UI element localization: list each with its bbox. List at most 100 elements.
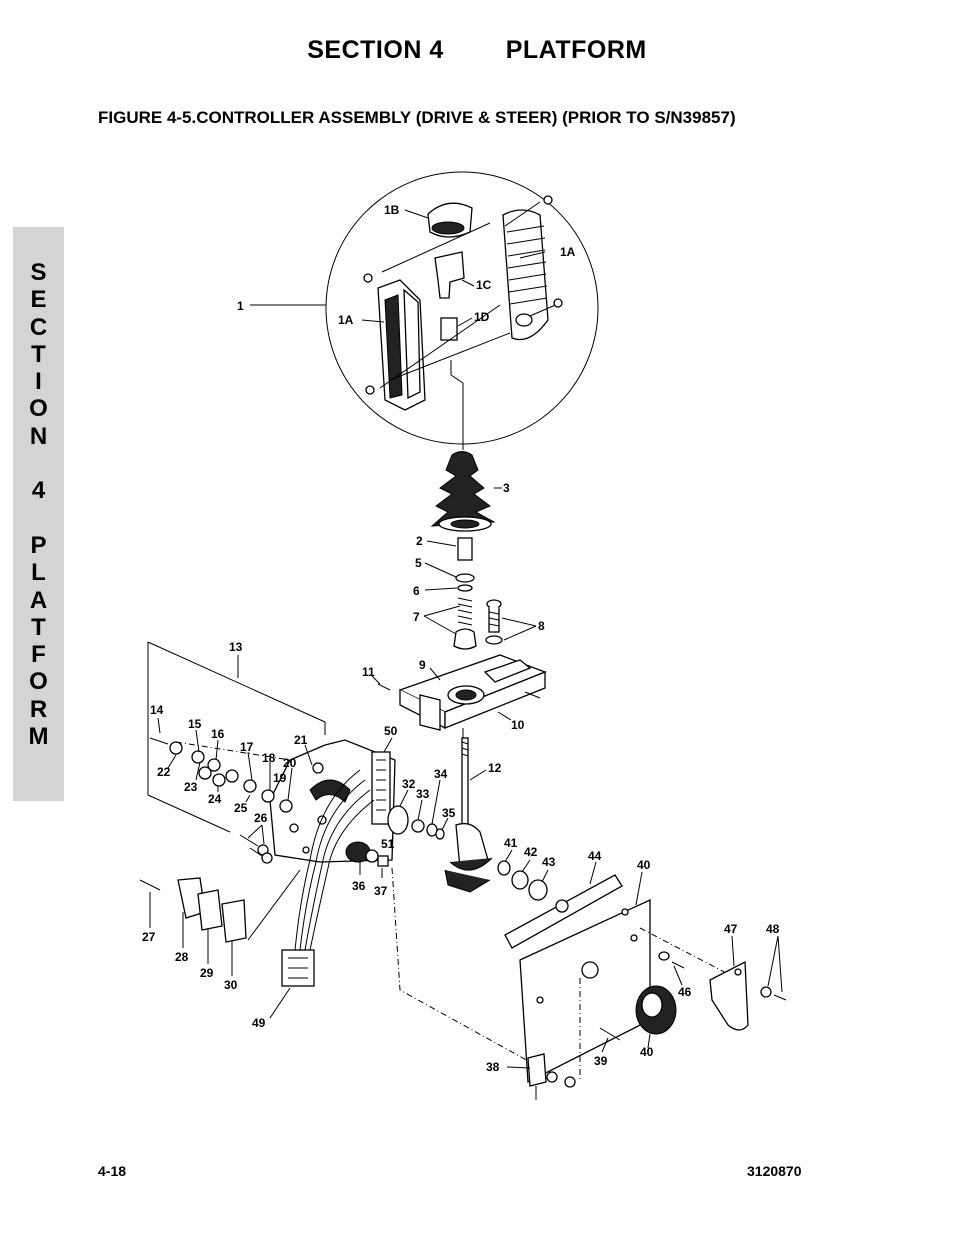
label-36: 36 (352, 879, 366, 893)
side-tab-char: S (30, 259, 47, 286)
label-3: 3 (503, 481, 510, 495)
side-tab-char: T (31, 340, 46, 368)
figure-title: FIGURE 4-5.CONTROLLER ASSEMBLY (DRIVE & … (98, 108, 736, 127)
label-46: 46 (678, 985, 692, 999)
label-42: 42 (524, 845, 538, 859)
label-32: 32 (402, 777, 416, 791)
label-40-top: 40 (637, 858, 651, 872)
side-tab-char: 4 (31, 477, 46, 505)
label-21: 21 (294, 733, 308, 747)
terminal-block-50 (371, 751, 391, 825)
side-tab-char: T (31, 613, 46, 641)
label-43: 43 (542, 855, 556, 869)
plate-29 (197, 889, 223, 931)
label-12: 12 (488, 761, 502, 775)
label-1a-left: 1A (338, 313, 354, 327)
bushing-42 (511, 870, 529, 890)
label-1d: 1D (474, 310, 490, 324)
page-title: SECTION 4 PLATFORM (0, 36, 954, 65)
label-8: 8 (538, 619, 545, 633)
label-40-bottom: 40 (640, 1045, 654, 1059)
label-2: 2 (416, 534, 423, 548)
side-tab-char: M (28, 723, 49, 751)
side-tab-char: A (29, 586, 48, 614)
label-44: 44 (588, 849, 602, 863)
side-tab-char: O (29, 668, 48, 696)
label-16: 16 (211, 727, 225, 741)
label-19: 19 (273, 771, 287, 785)
side-tab-char: C (29, 313, 48, 341)
pc-board-21 (269, 739, 396, 863)
label-14: 14 (150, 703, 164, 717)
side-tab-char: R (29, 695, 48, 723)
bracket-37 (377, 855, 389, 867)
plate-30 (221, 899, 247, 943)
label-33: 33 (416, 787, 430, 801)
handle-left-half-1a (377, 279, 426, 411)
label-1b: 1B (384, 203, 400, 217)
label-1: 1 (237, 299, 244, 313)
side-tab-char: I (35, 368, 42, 396)
boot-3 (430, 451, 496, 532)
section-name: PLATFORM (505, 36, 647, 64)
pot-32 (387, 805, 409, 835)
label-1c: 1C (476, 278, 492, 292)
side-tab-char: P (30, 531, 47, 559)
label-51: 51 (381, 837, 395, 851)
label-11: 11 (362, 665, 375, 679)
label-39: 39 (594, 1054, 608, 1068)
side-tab-char: N (29, 422, 48, 450)
label-30: 30 (224, 978, 238, 992)
clip-1c (434, 251, 465, 299)
label-35: 35 (442, 806, 456, 820)
label-6: 6 (413, 584, 420, 598)
label-48: 48 (766, 922, 780, 936)
label-50: 50 (384, 724, 398, 738)
label-22: 22 (157, 765, 171, 779)
label-15: 15 (188, 717, 202, 731)
washer-5 (455, 573, 475, 583)
label-20: 20 (283, 756, 297, 770)
page-number: 4-18 (98, 1163, 127, 1179)
label-5: 5 (415, 556, 422, 570)
fastener-stack-14-20 (149, 737, 293, 813)
label-41: 41 (504, 836, 518, 850)
washer-41 (497, 860, 511, 876)
handle-detail-circle (325, 171, 599, 445)
label-7: 7 (413, 610, 420, 624)
label-47: 47 (724, 922, 738, 936)
knob-1b (427, 202, 473, 238)
label-37: 37 (374, 884, 388, 898)
label-38: 38 (486, 1060, 500, 1074)
label-26: 26 (254, 811, 268, 825)
label-25: 25 (234, 801, 248, 815)
document-number: 3120870 (747, 1163, 802, 1179)
side-tab-char: E (30, 286, 47, 314)
label-13: 13 (229, 640, 243, 654)
side-tab-char: F (31, 641, 46, 669)
shaft-12 (444, 737, 493, 893)
bearing-43 (528, 879, 548, 901)
potentiometer-40 (635, 985, 677, 1035)
label-29: 29 (200, 966, 214, 980)
connector-49 (281, 949, 315, 987)
label-18: 18 (262, 751, 276, 765)
section-number: SECTION 4 (307, 36, 444, 64)
label-1a-right: 1A (560, 245, 576, 259)
side-tab-char: L (31, 559, 46, 587)
cover-47 (709, 960, 749, 1031)
label-24: 24 (208, 792, 222, 806)
spacer-2 (457, 537, 473, 561)
handle-right-half-1a (502, 209, 549, 341)
label-28: 28 (175, 950, 189, 964)
washer-6 (457, 584, 473, 592)
bracket-38 (527, 1053, 547, 1087)
label-27: 27 (142, 930, 156, 944)
label-23: 23 (184, 780, 198, 794)
side-tab-char: O (29, 395, 48, 423)
label-9: 9 (419, 658, 426, 672)
spring-7 (453, 597, 477, 650)
label-34: 34 (434, 767, 448, 781)
